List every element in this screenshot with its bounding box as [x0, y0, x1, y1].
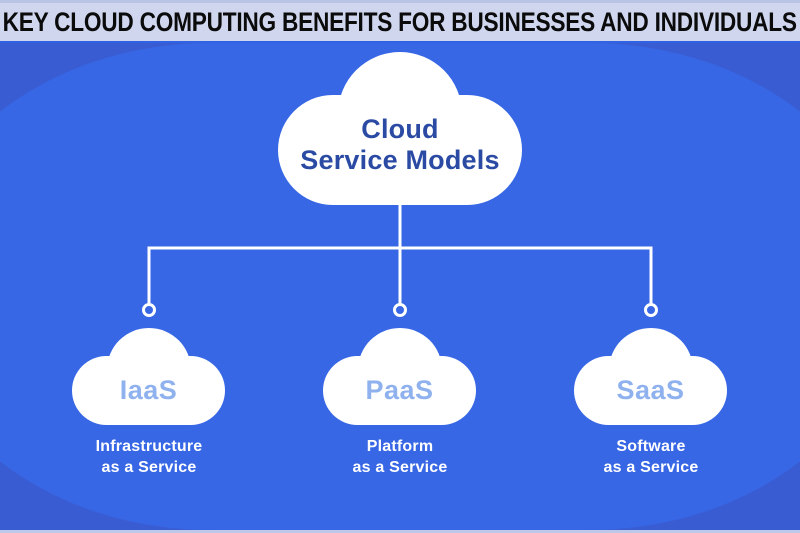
- model-name-line2: as a Service: [101, 459, 197, 476]
- model-name-line1: Software: [616, 438, 686, 455]
- model-name-line1: Platform: [366, 438, 434, 455]
- cloud-body-shape: [574, 356, 727, 425]
- model-acronym-saas: SaaS: [616, 375, 685, 405]
- model-name-line2: as a Service: [603, 459, 699, 476]
- bottom-border: [0, 530, 800, 533]
- root-title-line2: Service Models: [300, 145, 500, 175]
- cloud-body-shape: [278, 95, 522, 205]
- model-name-paas: Platform as a Service: [300, 436, 500, 478]
- root-cloud-title: Cloud Service Models: [278, 104, 522, 186]
- title-banner: KEY CLOUD COMPUTING BENEFITS FOR BUSINES…: [0, 0, 800, 43]
- root-title-line1: Cloud: [361, 114, 439, 144]
- cloud-body-shape: [72, 356, 225, 425]
- model-name-saas: Software as a Service: [551, 436, 751, 478]
- model-acronym-paas: PaaS: [365, 375, 434, 405]
- banner-title: KEY CLOUD COMPUTING BENEFITS FOR BUSINES…: [2, 6, 798, 37]
- model-name-iaas: Infrastructure as a Service: [49, 436, 249, 478]
- model-acronym-iaas: IaaS: [119, 375, 178, 405]
- model-name-line1: Infrastructure: [95, 438, 203, 455]
- cloud-body-shape: [323, 356, 476, 425]
- model-name-line2: as a Service: [352, 459, 448, 476]
